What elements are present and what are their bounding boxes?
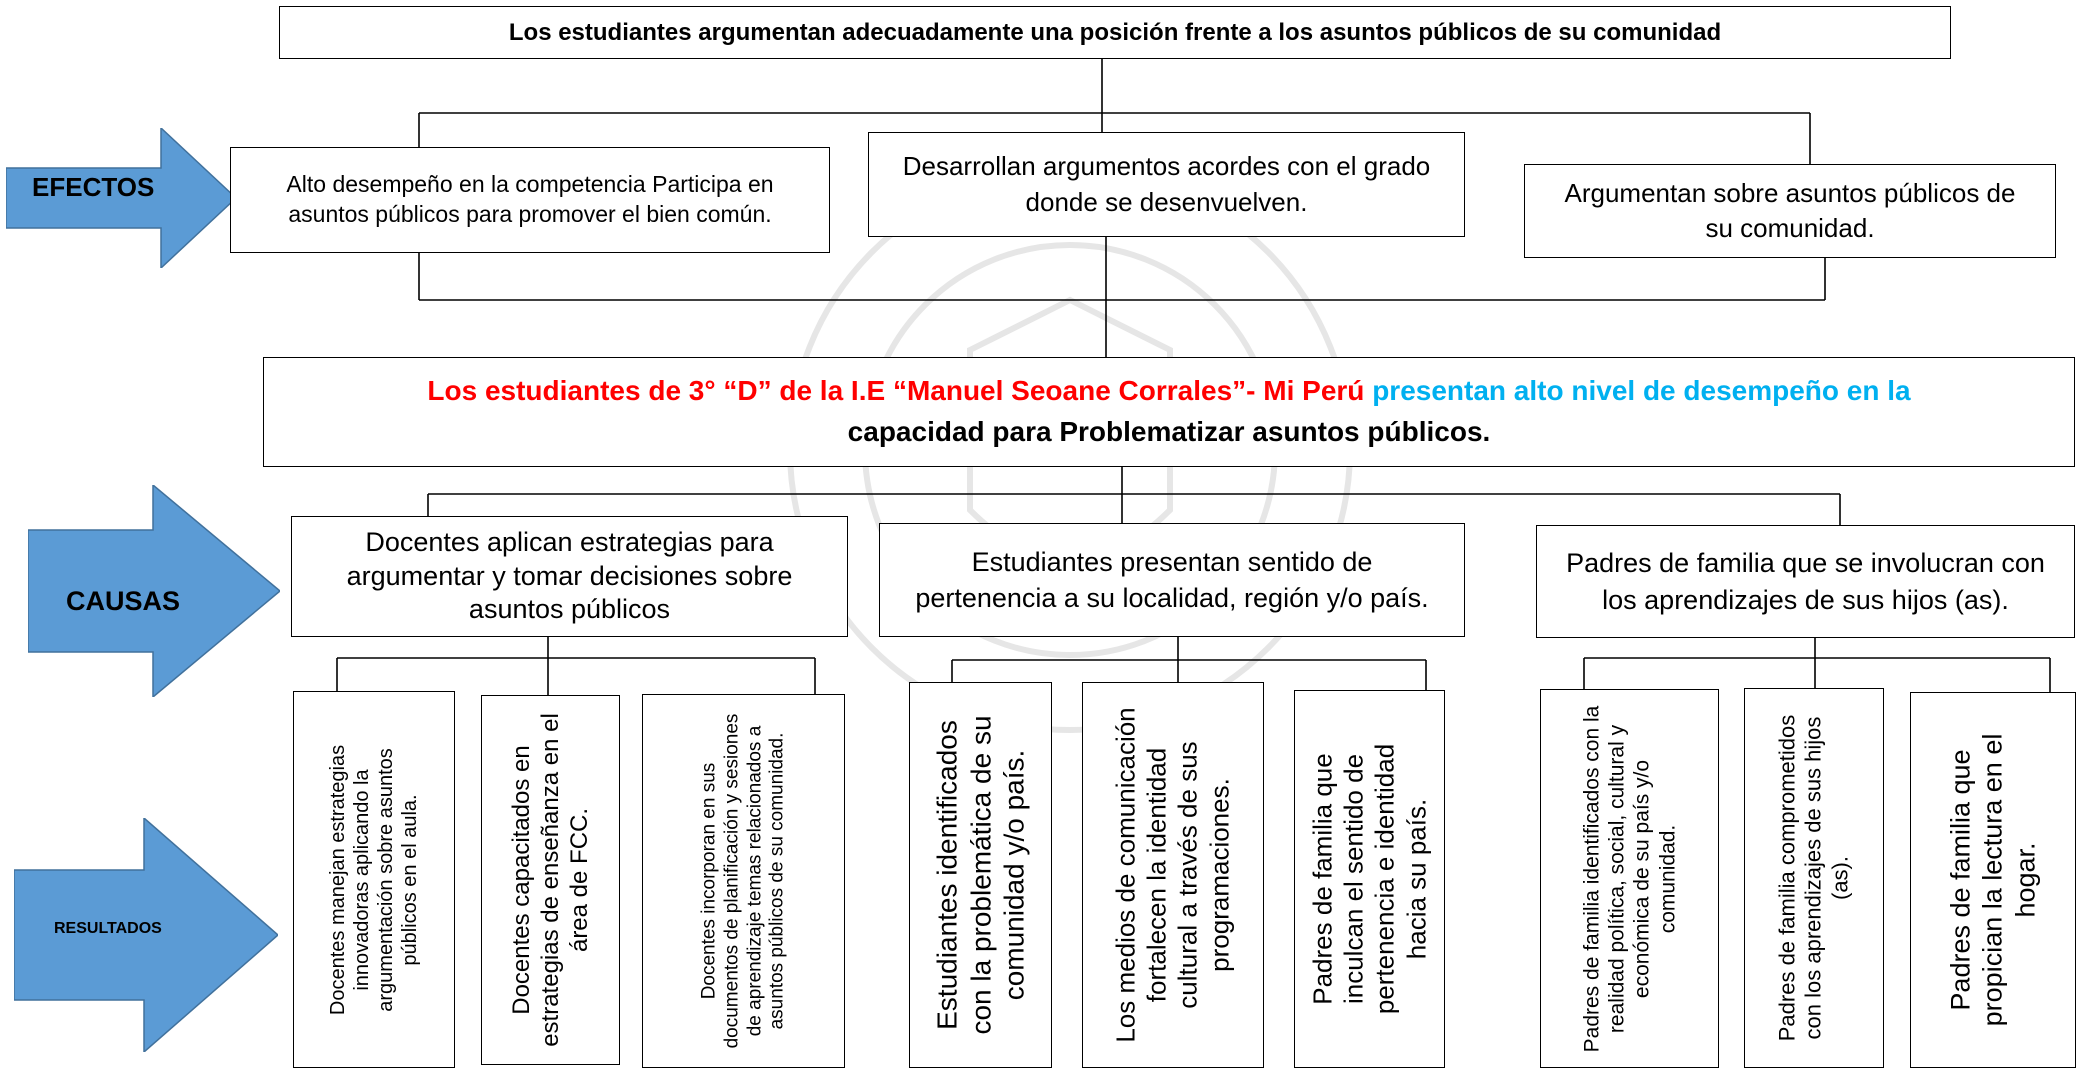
effect-box-1: Alto desempeño en la competencia Partici… (230, 147, 830, 253)
result-text-3: Docentes incorporan en sus documentos de… (697, 713, 788, 1049)
cause-text-3: Padres de familia que se involucran con … (1566, 548, 2045, 615)
cause-box-1: Docentes aplican estrategias para argume… (291, 516, 848, 637)
result-box-5: Los medios de comunicación fortalecen la… (1082, 682, 1264, 1068)
result-box-8: Padres de familia comprometidos con los … (1744, 688, 1884, 1068)
top-effect-text: Los estudiantes argumentan adecuadamente… (508, 18, 1722, 46)
effect-text-3: Argumentan sobre asuntos públicos de su … (1564, 177, 2016, 243)
effect-text-2: Desarrollan argumentos acordes con el gr… (902, 151, 1431, 217)
effects-label: EFECTOS (32, 172, 155, 202)
results-arrow (14, 818, 278, 1052)
result-text-6: Padres de familia que inculcan el sentid… (1307, 743, 1431, 1015)
result-box-1: Docentes manejan estrategias innovadoras… (293, 691, 455, 1068)
top-effect-box: Los estudiantes argumentan adecuadamente… (279, 6, 1951, 59)
result-box-3: Docentes incorporan en sus documentos de… (642, 694, 845, 1068)
result-box-7: Padres de familia identificados con la r… (1540, 689, 1719, 1068)
effect-box-3: Argumentan sobre asuntos públicos de su … (1524, 164, 2056, 258)
central-blue-text: presentan alto nivel de desempeño en la (1372, 375, 1911, 407)
causes-arrow (28, 485, 280, 697)
result-text-1: Docentes manejan estrategias innovadoras… (327, 744, 421, 1015)
cause-box-2: Estudiantes presentan sentido de pertene… (879, 523, 1465, 637)
result-text-8: Padres de familia comprometidos con los … (1774, 714, 1853, 1042)
central-problem-box: Los estudiantes de 3° “D” de la I.E “Man… (263, 357, 2075, 467)
central-black-text: capacidad para Problematizar asuntos púb… (847, 416, 1491, 447)
effects-arrow (6, 128, 236, 268)
causes-label: CAUSAS (66, 586, 181, 616)
cause-box-3: Padres de familia que se involucran con … (1536, 525, 2075, 638)
result-text-7: Padres de familia identificados con la r… (1580, 705, 1679, 1052)
result-text-4: Estudiantes identificados con la problem… (931, 715, 1030, 1035)
result-box-9: Padres de familia que propician la lectu… (1910, 692, 2076, 1068)
central-red-text: Los estudiantes de 3° “D” de la I.E “Man… (427, 375, 1365, 407)
effect-box-2: Desarrollan argumentos acordes con el gr… (868, 132, 1465, 237)
result-box-4: Estudiantes identificados con la problem… (909, 682, 1052, 1068)
cause-text-2: Estudiantes presentan sentido de pertene… (915, 546, 1429, 613)
result-text-5: Los medios de comunicación fortalecen la… (1110, 707, 1235, 1043)
result-text-2: Docentes capacitados en estrategias de e… (507, 713, 592, 1047)
effect-text-1: Alto desempeño en la competencia Partici… (286, 171, 774, 227)
result-box-6: Padres de familia que inculcan el sentid… (1294, 690, 1445, 1068)
results-label: RESULTADOS (54, 920, 162, 937)
result-box-2: Docentes capacitados en estrategias de e… (481, 695, 620, 1065)
result-text-9: Padres de familia que propician la lectu… (1945, 733, 2041, 1027)
cause-text-1: Docentes aplican estrategias para argume… (346, 526, 793, 625)
